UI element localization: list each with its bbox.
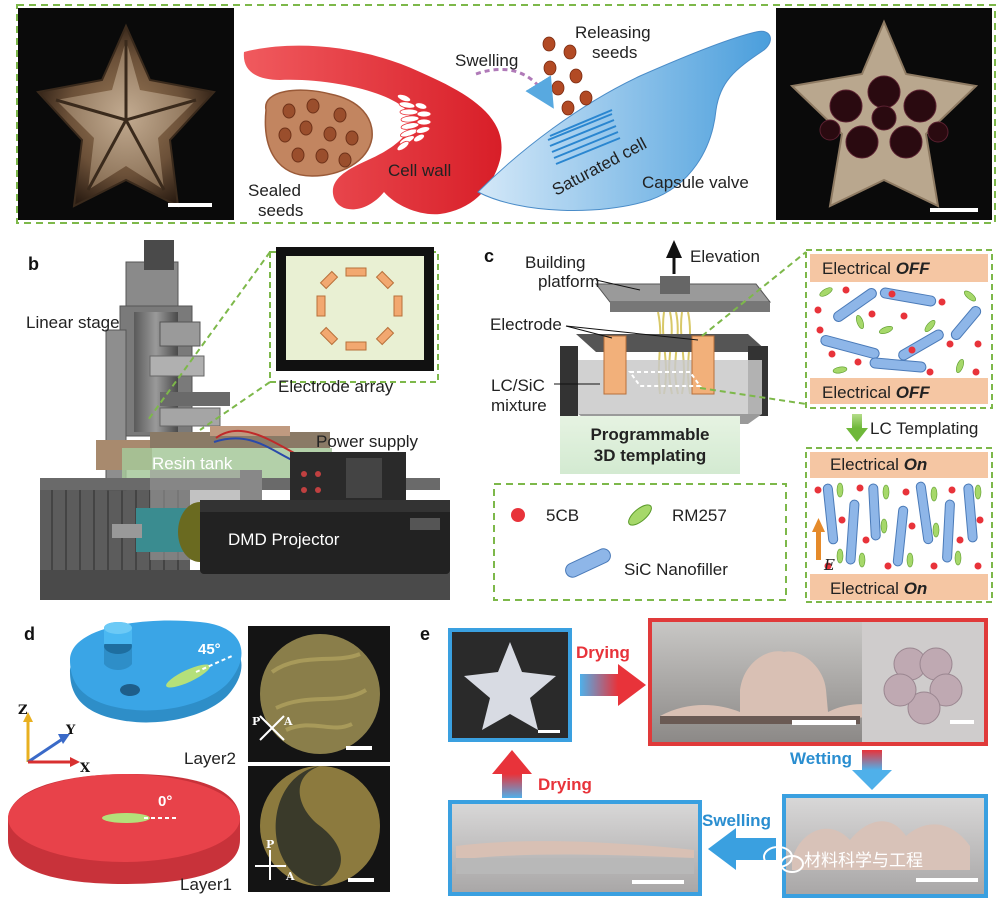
capsule-valve-label: Capsule valve (642, 173, 749, 192)
legend-5cb: 5CB (546, 506, 579, 525)
5cb-symbol (511, 508, 525, 522)
wetting-arrow: Wetting (790, 749, 892, 790)
electrical-on-panel: E Electrical On Electrical On (805, 447, 993, 603)
photo-dried-curled (648, 618, 988, 746)
coordinate-axes: Z Y X (18, 703, 91, 776)
photo-flat-wet (448, 800, 702, 896)
swelling-arrow: Swelling (702, 811, 776, 870)
polarizer-cross-top: P A (252, 715, 293, 741)
lc-templating-arrow: LC Templating (846, 414, 978, 442)
resin-tank-label: Resin tank (152, 454, 233, 473)
panel-b-labels: Linear stage Electrode array Power suppl… (26, 313, 419, 549)
sealed-seeds-label-line1: Sealed (248, 181, 301, 200)
elevation-label: Elevation (690, 247, 760, 266)
field-symbol: E (823, 556, 835, 574)
electrical-off-panel: Electrical OFF Electrical OFF (805, 249, 993, 409)
cell-wall-label: Cell wall (388, 161, 451, 180)
elec-on-top-state: On (904, 455, 928, 474)
programmable-line2: 3D templating (594, 446, 706, 465)
electrode-array-inset (147, 247, 439, 431)
panel-c-label: c (484, 246, 494, 266)
releasing-seeds-line2: seeds (592, 43, 637, 62)
photo-dry-star (448, 628, 572, 742)
watermark: 材料科学与工程 (763, 846, 923, 873)
svg-text:Electrical On: Electrical On (830, 455, 927, 474)
pol-a-top: A (283, 715, 293, 728)
photo-swollen (782, 794, 988, 898)
sic-nanofiller-symbol (565, 548, 611, 578)
dry-seed-pod-photo (18, 8, 234, 220)
building-platform-line1: Building (525, 253, 586, 272)
panel-e-label: e (420, 624, 430, 644)
pol-p-bottom: P (266, 838, 274, 851)
svg-text:Electrical On: Electrical On (830, 579, 927, 598)
pom-image-bottom (248, 766, 390, 892)
panel-b: b (26, 240, 450, 600)
legend-box: 5CB RM257 SiC Nanofiller (493, 483, 787, 601)
dmd-projector-label: DMD Projector (228, 530, 340, 549)
layer1-label: Layer1 (180, 875, 232, 894)
linear-stage-label: Linear stage (26, 313, 120, 332)
panel-e: e Drying (420, 618, 988, 898)
lc-templating-label: LC Templating (870, 419, 978, 438)
sealed-seeds-label-line2: seeds (258, 201, 303, 220)
wetting-label: Wetting (790, 749, 852, 768)
elec-on-top-prefix: Electrical (830, 455, 904, 474)
drying-left-label: Drying (538, 775, 592, 794)
power-supply-label: Power supply (316, 432, 419, 451)
panel-c-device-labels: Building platform Elevation Electrode LC… (490, 247, 760, 415)
panel-c: c (484, 240, 993, 603)
programmable-box (560, 416, 740, 474)
elec-on-bottom-state: On (904, 579, 928, 598)
layer2-label: Layer2 (184, 749, 236, 768)
angle-45-label: 45° (198, 641, 221, 658)
panel-d: d 45° Layer2 Z Y X (8, 620, 390, 894)
axis-x-label: X (80, 761, 91, 776)
swelling-label: Swelling (455, 51, 518, 70)
programmable-line1: Programmable (590, 425, 709, 444)
polarizer-cross-bottom: P A (255, 838, 295, 883)
legend-sic: SiC Nanofiller (624, 560, 728, 579)
pom-image-top (248, 626, 390, 762)
angle-0-label: 0° (158, 793, 172, 810)
lc-sic-mixture-line1: LC/SiC (491, 376, 545, 395)
rm257-symbol (628, 504, 652, 526)
layer2-disk: 45° (70, 620, 242, 723)
panel-b-label: b (28, 254, 39, 274)
releasing-seeds-line1: Releasing (575, 23, 651, 42)
valve-schematic (243, 30, 771, 215)
panel-d-label: d (24, 624, 35, 644)
panel-a: a (16, 4, 996, 224)
drying-arrow-left: Drying (492, 750, 592, 798)
svg-text:Electrical OFF: Electrical OFF (822, 383, 930, 402)
axis-y-label: Y (65, 723, 76, 738)
elec-off-bottom-state: OFF (896, 383, 931, 402)
drying-arrow-top: Drying (576, 643, 646, 706)
elec-on-bottom-prefix: Electrical (830, 579, 904, 598)
lc-sic-mixture-line2: mixture (491, 396, 547, 415)
elec-off-top-state: OFF (896, 259, 931, 278)
axis-z-label: Z (18, 703, 28, 718)
watermark-text: 材料科学与工程 (804, 851, 923, 871)
wet-seed-pod-photo (776, 8, 992, 220)
electrode-array-label: Electrode array (278, 377, 394, 396)
legend-rm257: RM257 (672, 506, 727, 525)
electrode-label: Electrode (490, 315, 562, 334)
swelling-label: Swelling (702, 811, 771, 830)
pol-p-top: P (252, 715, 260, 728)
layer1-disk: 0° (8, 774, 240, 884)
printer-machine-illustration (40, 240, 450, 600)
svg-text:Electrical OFF: Electrical OFF (822, 259, 930, 278)
elec-off-top-prefix: Electrical (822, 259, 896, 278)
pol-a-bottom: A (285, 870, 295, 883)
drying-top-label: Drying (576, 643, 630, 662)
elec-off-bottom-prefix: Electrical (822, 383, 896, 402)
templating-device (554, 240, 807, 424)
building-platform-line2: platform (538, 272, 599, 291)
